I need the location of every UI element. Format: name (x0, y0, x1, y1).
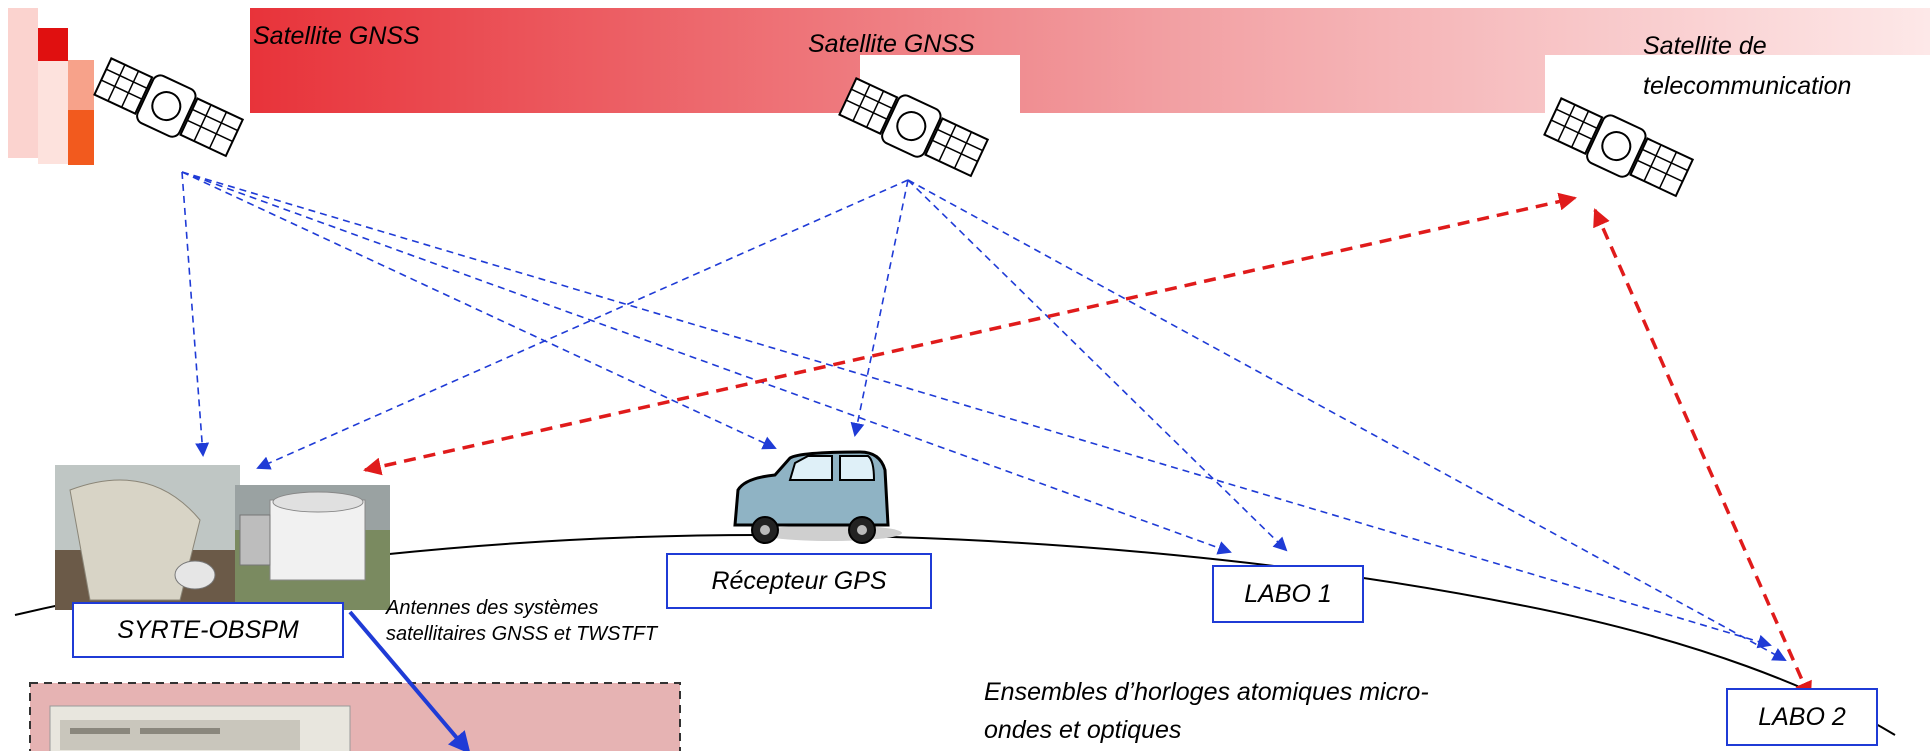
antenna-photo (55, 465, 240, 610)
satellite-telecom-label-line2: telecommunication (1643, 72, 1852, 100)
satellite-telecom-label-line1: Satellite de (1643, 32, 1767, 60)
antennas-caption-line1: Antennes des systèmes (386, 597, 599, 619)
satellite-gnss-1-label: Satellite GNSS (253, 22, 420, 50)
satellite-gnss-2-label: Satellite GNSS (808, 30, 975, 58)
labo1-box: LABO 1 (1212, 565, 1364, 623)
corner-blocks (8, 8, 94, 165)
car-icon (733, 450, 902, 544)
antennas-caption-line2: satellitaires GNSS et TWSTFT (386, 623, 658, 645)
atomic-clock-photo (49, 705, 351, 751)
clocks-caption-line2: ondes et optiques (984, 716, 1182, 744)
gps-receiver-box: Récepteur GPS (666, 553, 932, 609)
syrte-obspm-box: SYRTE-OBSPM (72, 602, 344, 658)
antenna-photo (235, 485, 390, 610)
clocks-caption-line1: Ensembles d’horloges atomiques micro- (984, 678, 1429, 706)
gnss-links (181, 171, 1787, 661)
satellite-icon (838, 77, 990, 178)
satellite-icon (1543, 97, 1695, 198)
twstft-links (363, 192, 1812, 700)
satellite-icon (93, 57, 245, 158)
clock-to-syrte-arrow (348, 610, 471, 751)
labo2-box: LABO 2 (1726, 688, 1878, 746)
